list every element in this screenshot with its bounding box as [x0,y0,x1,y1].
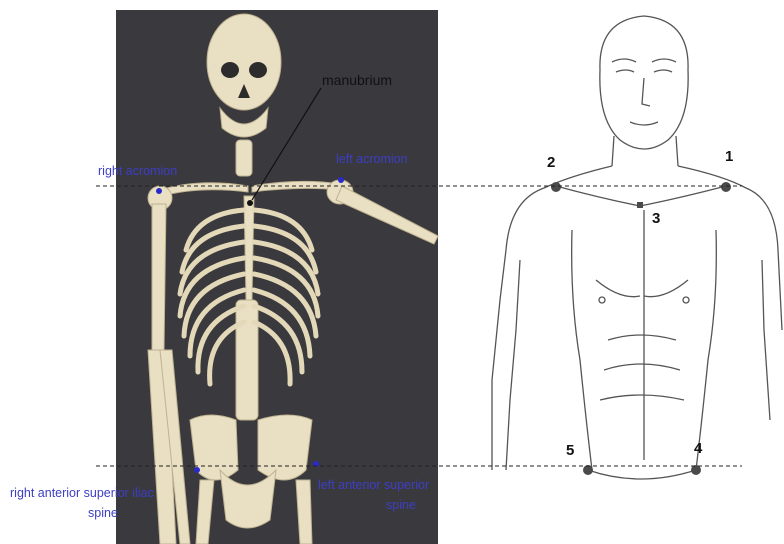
landmark-number-2: 2 [547,154,555,171]
manubrium-label: manubrium [322,72,392,88]
landmark-number-3: 3 [652,210,660,227]
left-acromion-label: left acromion [336,152,408,166]
left-asis-label-line1: left anterior superior [318,478,429,492]
right-asis-label-line1: right anterior superior iliac [10,486,154,500]
torso-drawing [492,16,782,479]
landmark-dots [551,182,731,475]
skeleton-photo [116,10,438,544]
left-asis-label-line2: spine [386,498,416,512]
right-asis-marker [194,467,200,473]
left-acromion-marker [338,177,344,183]
right-acromion-marker [156,188,162,194]
right-acromion-label: right acromion [98,164,177,178]
right-asis-label-line2: spine [88,506,118,520]
landmark-number-4: 4 [694,440,702,457]
landmark-dot-1 [721,182,731,192]
landmark-dot-2 [551,182,561,192]
landmark-number-5: 5 [566,442,574,459]
landmark-dot-3 [637,202,643,208]
landmark-number-1: 1 [725,148,733,165]
manubrium-marker [247,200,253,206]
